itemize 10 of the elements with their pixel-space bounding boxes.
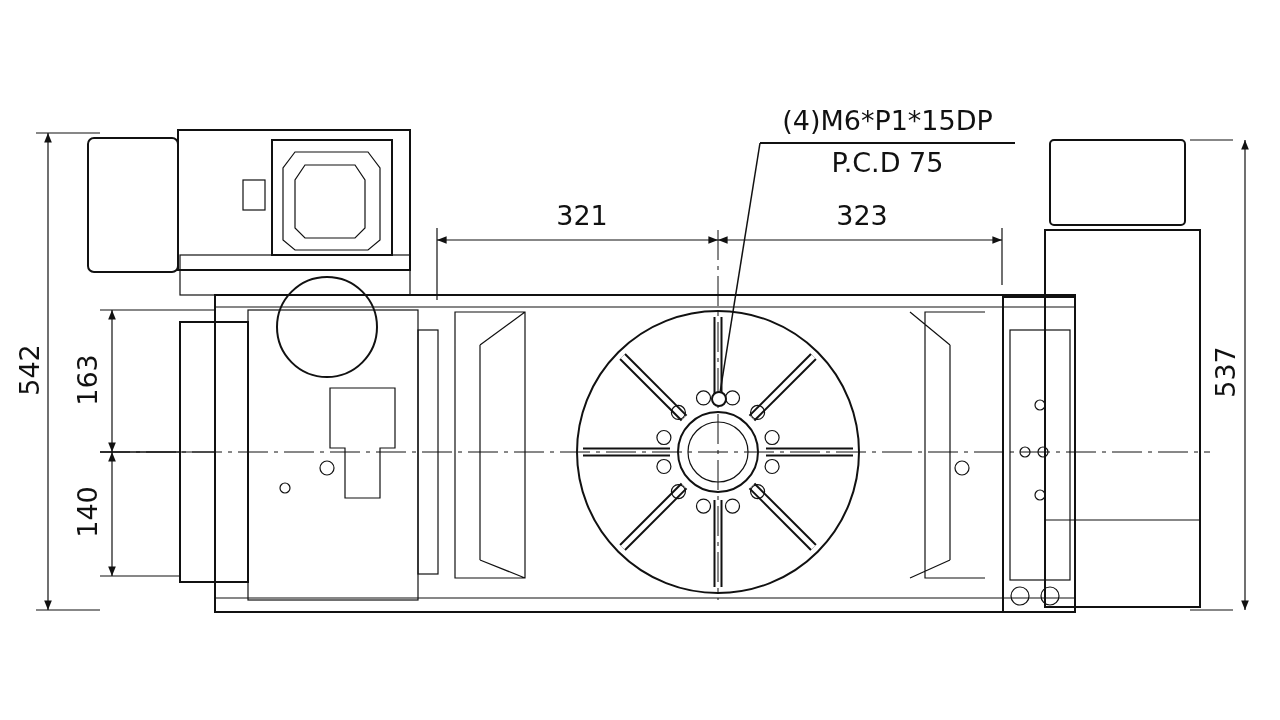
dimension-value: 140 <box>73 486 103 538</box>
dimension-value: 321 <box>556 201 608 231</box>
leader-line <box>719 142 761 392</box>
dimension-value: 163 <box>73 354 103 406</box>
pitch-circle-note: P.C.D 75 <box>831 146 944 180</box>
bolt-hole <box>711 391 727 407</box>
dimension-value: 537 <box>1211 346 1241 398</box>
thread-spec: (4)M6*P1*15DP <box>760 102 1015 144</box>
dimension-value: 542 <box>15 344 45 396</box>
dimension-value: 323 <box>836 201 888 231</box>
